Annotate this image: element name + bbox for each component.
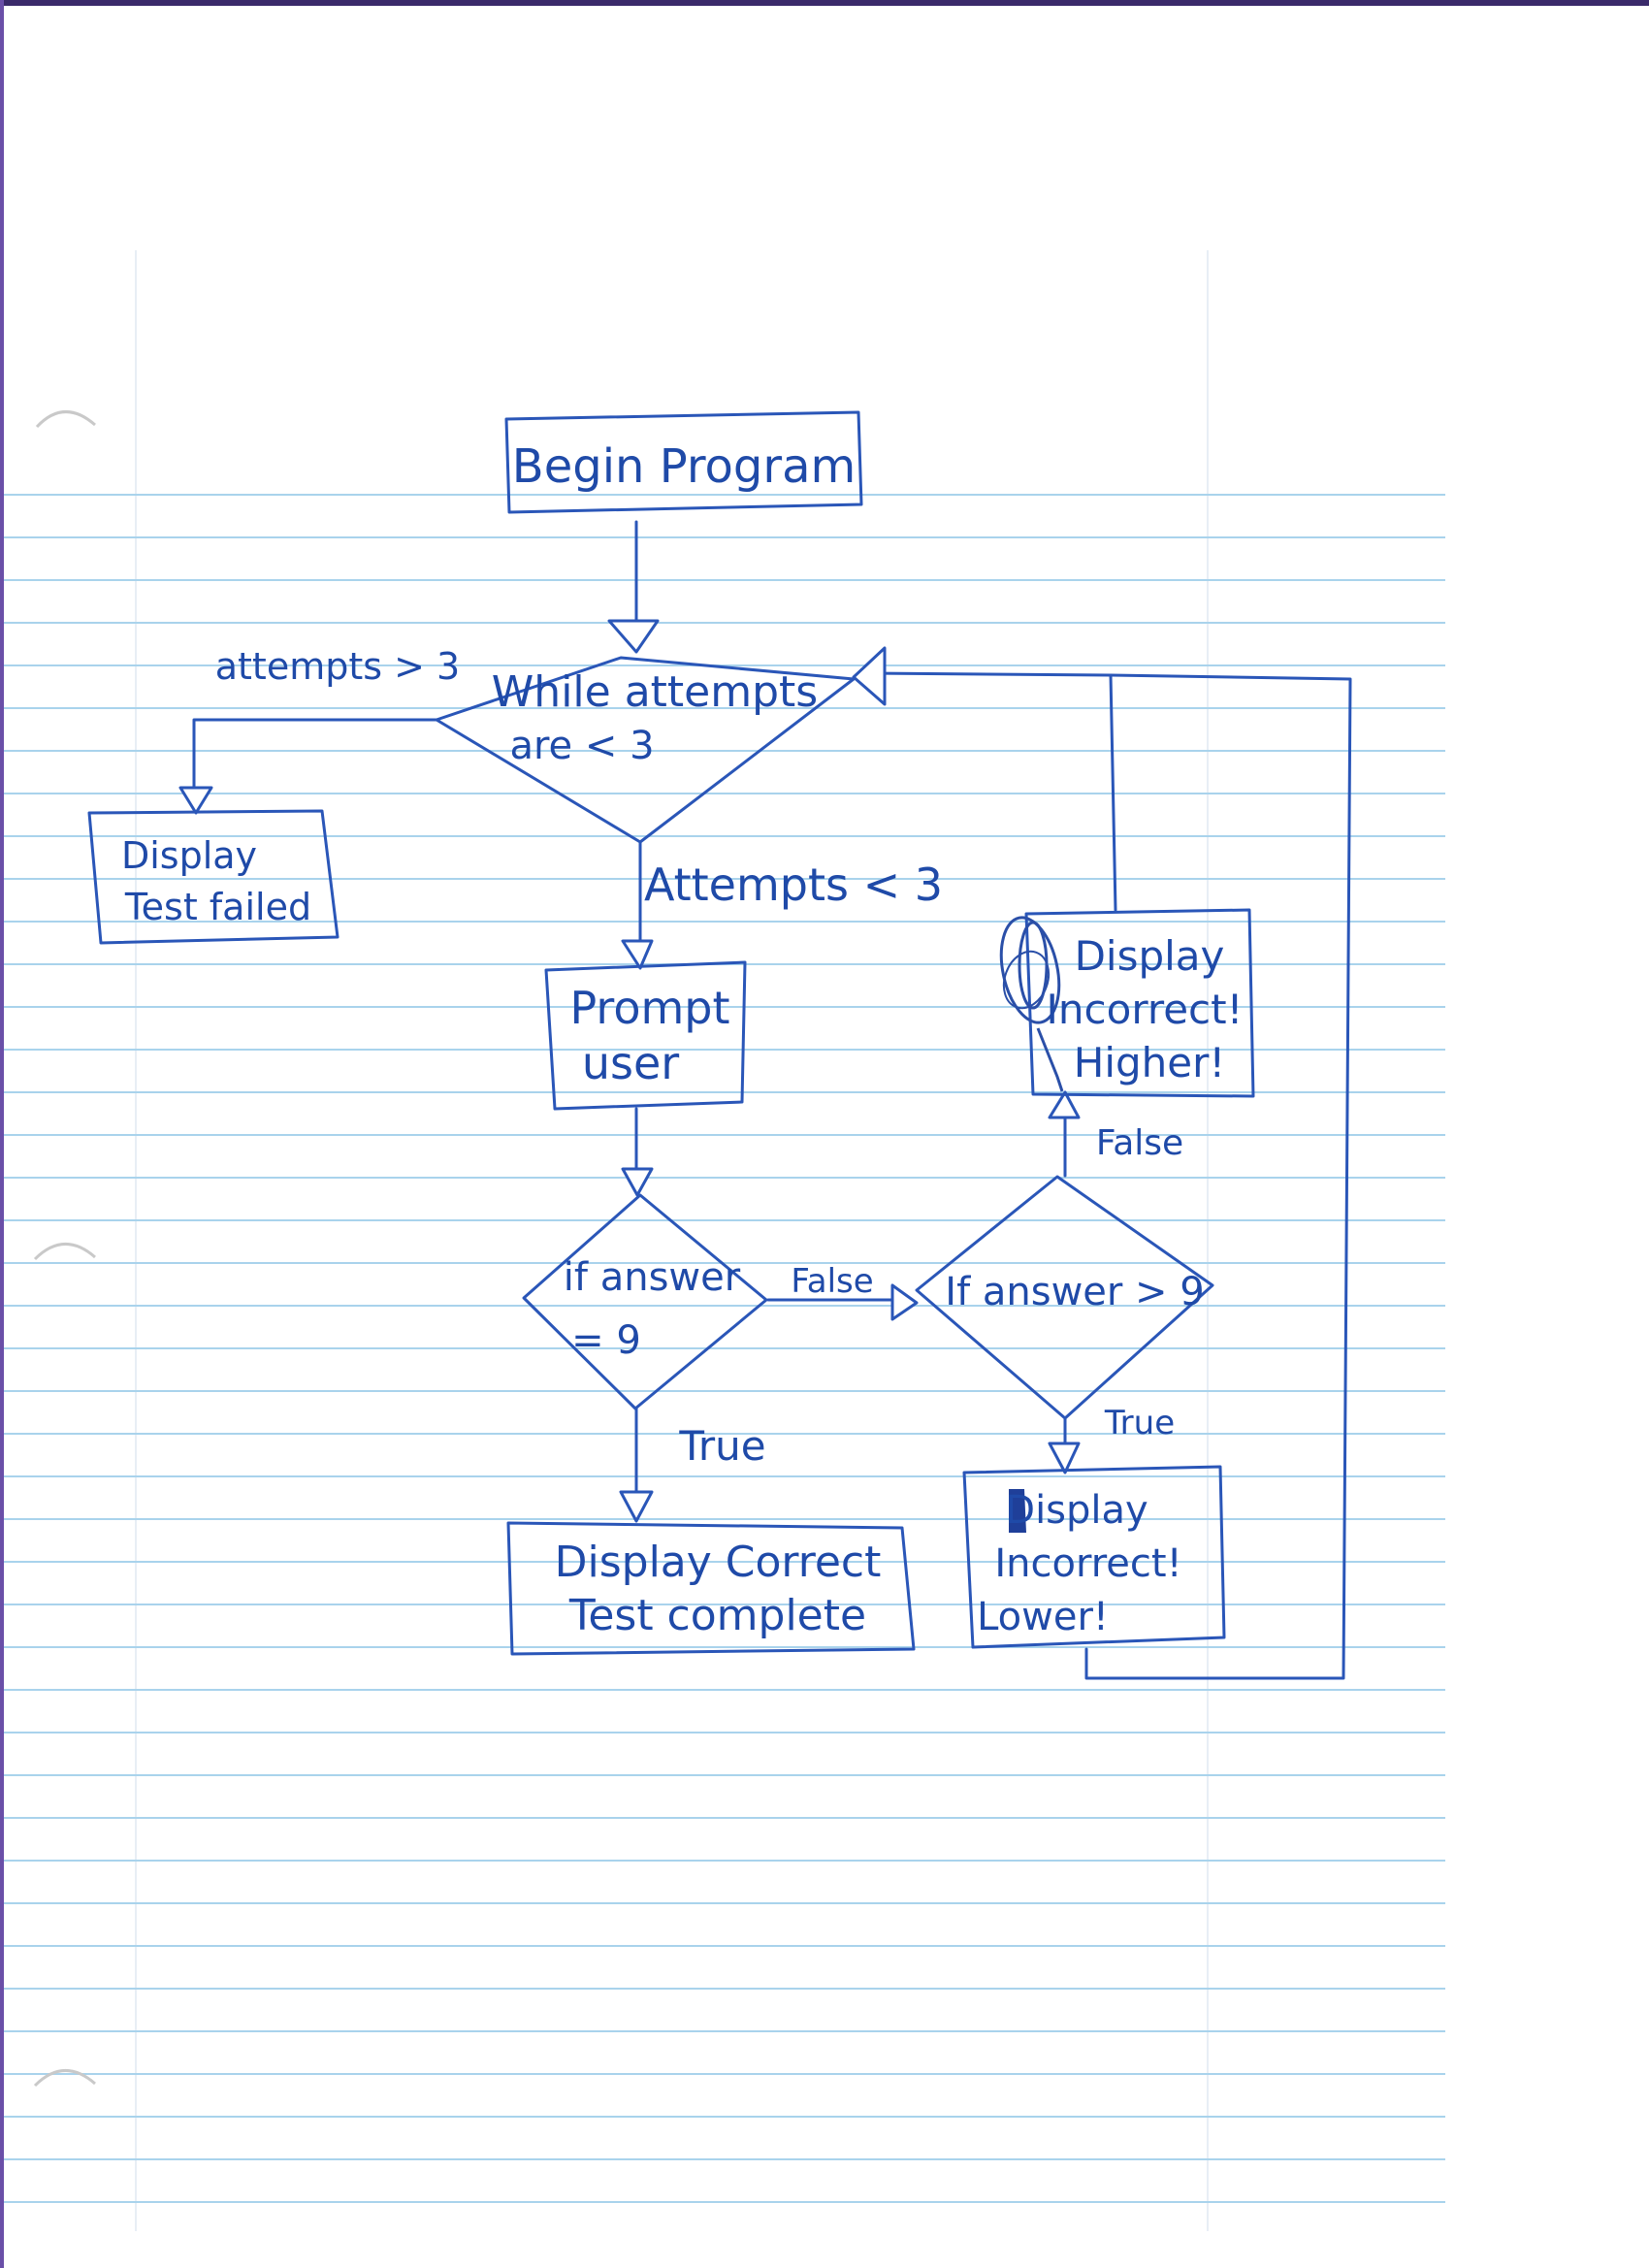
higher-line3: Higher! (1074, 1039, 1225, 1086)
prompt-line1: Prompt (569, 982, 729, 1034)
connectors (192, 520, 1352, 1680)
higher-box (1024, 908, 1255, 1098)
equal-line2: = 9 (571, 1318, 641, 1363)
arrowhead-right (890, 1283, 919, 1321)
higher-line2: Incorrect! (1047, 986, 1244, 1033)
arrowhead-down (619, 1490, 654, 1523)
arrowhead-left (852, 646, 887, 706)
connector-lower-loop (1084, 673, 1352, 1680)
arrowhead-down (621, 939, 654, 970)
correct-line1: Display Correct (555, 1538, 882, 1587)
loop-diamond (435, 656, 856, 844)
lower-line3: Lower! (977, 1595, 1109, 1639)
arrowheads (178, 619, 1081, 1523)
lower-line2: Incorrect! (994, 1541, 1181, 1586)
higher-line1: Display (1075, 932, 1225, 980)
arrowhead-down (178, 786, 213, 815)
correct-line2: Test complete (568, 1591, 866, 1640)
greater-label: If answer > 9 (945, 1270, 1204, 1314)
labels: Begin Program While attempts are < 3 att… (121, 439, 1243, 1640)
fail-box-line1: Display (121, 834, 257, 877)
scribble-mark (999, 916, 1064, 1092)
lower-box (962, 1465, 1226, 1649)
fail-condition-label: attempts > 3 (215, 645, 460, 688)
binder-hole (35, 410, 96, 429)
arrowhead-up (1048, 1090, 1081, 1119)
ink-blot (1009, 1489, 1026, 1533)
prompt-box (544, 960, 747, 1111)
continue-label: Attempts < 3 (644, 859, 943, 911)
greater-false-label: False (1096, 1123, 1183, 1163)
binder-hole (33, 2069, 96, 2088)
greater-diamond (915, 1175, 1214, 1420)
binder-hole (33, 1243, 96, 1261)
fail-box-line2: Test failed (124, 886, 311, 928)
loop-label-line1: While attempts (492, 667, 818, 717)
arrowhead-down (607, 619, 660, 654)
start-box (504, 410, 863, 514)
equal-diamond (522, 1193, 768, 1410)
scan-left-edge (0, 0, 4, 2268)
scan-top-edge (0, 0, 1649, 6)
lower-line1: Display (1005, 1488, 1148, 1533)
equal-false-label: False (791, 1262, 873, 1301)
greater-true-label: True (1104, 1404, 1175, 1442)
prompt-line2: user (582, 1037, 679, 1089)
loop-label-line2: are < 3 (509, 724, 654, 768)
shapes (87, 410, 1255, 1656)
correct-box (506, 1521, 916, 1656)
start-label: Begin Program (512, 439, 856, 494)
arrowhead-down (1048, 1442, 1081, 1474)
equal-line1: if answer (564, 1255, 741, 1300)
fail-box (87, 809, 340, 945)
equal-true-label: True (678, 1422, 765, 1470)
arrowhead-down (621, 1167, 654, 1197)
connector-loop-fail (192, 718, 438, 793)
